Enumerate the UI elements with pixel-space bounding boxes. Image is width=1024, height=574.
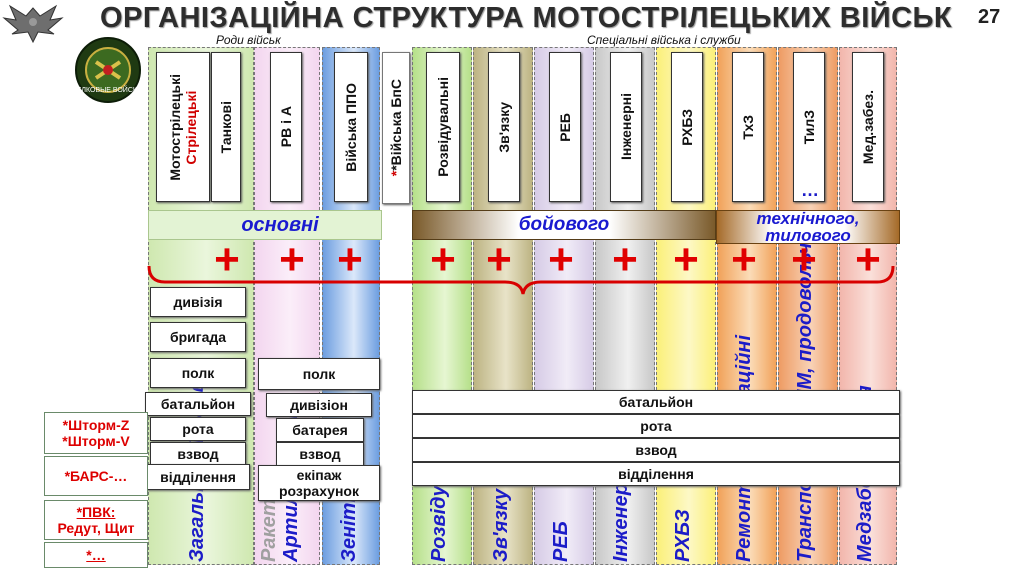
plus-icon: + [731,235,757,284]
level-battalion: батальйон [145,392,251,416]
header-nbc: РХБЗ [671,52,703,202]
header-tank: Танкові [211,52,241,202]
header-medical: Мед.забез. [852,52,884,202]
art-level-battalion: дивізіон [266,393,372,417]
level-brigade: бригада [150,322,246,352]
art-level-crew: екіпаж розрахунок [258,465,380,501]
level-company: рота [150,417,246,441]
emblem-icon: МОТОСТРЕЛКОВЫЕ ВОЙСКА РОССИИ [42,36,174,104]
plus-icon: + [673,235,699,284]
plus-icon: + [548,235,574,284]
header-rear: ТилЗ [793,52,825,202]
rear-ellipsis: … [801,180,819,200]
header-engineer: Інженерні [610,52,642,202]
header-artillery: РВ і А [270,52,302,202]
group-bar-main: основні [148,210,382,240]
svg-text:МОТОСТРЕЛКОВЫЕ ВОЙСКА РОССИИ: МОТОСТРЕЛКОВЫЕ ВОЙСКА РОССИИ [74,85,142,94]
art-level-regiment: полк [258,358,380,390]
header-recon: Розвідувальні [426,52,460,202]
header-ew: РЕБ [549,52,581,202]
special-level-battalion: батальйон [412,390,900,414]
header-air-defense: Війська ППО [334,52,368,202]
art-level-battery: батарея [276,418,364,442]
level-division: дивізія [150,287,246,317]
subheader-right: Спеціальні війська і служби [587,33,741,47]
plus-icon: + [214,235,240,284]
eagle-logo [2,2,64,46]
special-level-platoon: взвод [412,438,900,462]
special-level-company: рота [412,414,900,438]
bottom-label-nbc: РХБЗ [672,509,694,562]
page-number: 27 [978,6,1001,28]
art-level-platoon: взвод [276,442,364,466]
subheader-left: Роди військ [216,33,281,47]
plus-icon: + [430,235,456,284]
header-signal: Зв'язку [488,52,520,202]
level-section: відділення [146,464,250,490]
group-bar-technical: технічного, тилового [716,210,900,244]
page-title: ОРГАНІЗАЦІЙНА СТРУКТУРА МОТОСТРІЛЕЦЬКИХ … [100,2,953,34]
plus-icon: + [279,235,305,284]
plus-icon: + [486,235,512,284]
plus-icon: + [612,235,638,284]
header-uav: **Війська БпС [382,52,410,204]
header-tech: ТхЗ [732,52,764,202]
plus-icon: + [337,235,363,284]
red-brace [145,262,897,298]
plus-icon: + [791,235,817,284]
bottom-label-ew: РЕБ [550,521,572,562]
group-bar-combat: бойового [412,210,716,240]
plus-icon: + [855,235,881,284]
side-box-pmc: *ПВК: Редут, Щит [44,500,148,540]
level-regiment: полк [150,358,246,388]
special-level-section: відділення [412,462,900,486]
side-box-other: *… [44,542,148,568]
level-platoon: взвод [150,442,246,466]
side-box-storm: *Шторм-Z *Шторм-V [44,412,148,454]
side-box-bars: *БАРС-… [44,456,148,496]
